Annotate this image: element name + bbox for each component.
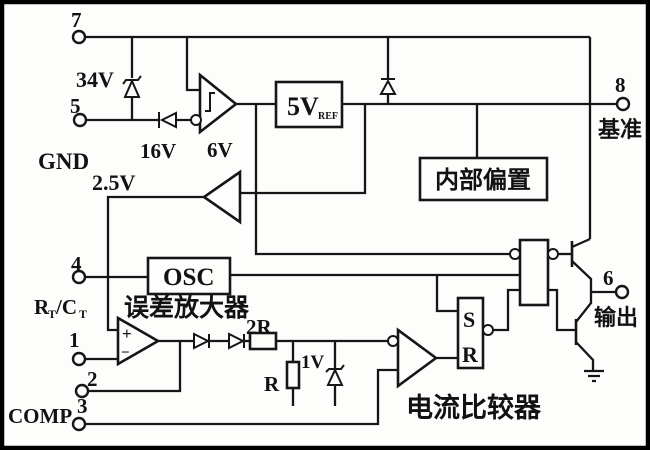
rtct-r: R [34, 295, 50, 319]
hyst-6v-label: 6V [207, 138, 233, 162]
diode-16v-icon [159, 111, 177, 129]
clamp-1v-label: 1V [301, 352, 325, 373]
ref-buffer-icon [201, 169, 242, 225]
rtct-csub: T [79, 307, 87, 321]
rtct-c: /C [55, 295, 77, 319]
wire-vcc-schmitt-input [185, 37, 200, 92]
labels: 7 5 4 1 2 3 8 6 GND COMP 基准 输出 R T /C T … [8, 8, 642, 428]
zener-34v-label: 34V [76, 67, 114, 92]
internal-bias-block [418, 156, 549, 202]
ea-plus-mark: + [122, 324, 132, 343]
pin1-terminal [71, 351, 87, 367]
diode-ea1-icon [193, 332, 211, 350]
pin5-terminal [72, 112, 88, 128]
diode-vref-icon [379, 78, 397, 95]
ea-minus-mark: − [121, 345, 130, 361]
vref-block [274, 80, 344, 129]
resistor-r-label: R [264, 372, 280, 396]
diode-ea2-icon [228, 332, 246, 350]
sr-latch-block [456, 296, 485, 370]
comp-label: COMP [8, 404, 72, 428]
pin3-number: 3 [77, 394, 88, 418]
logic-input-bubble-icon [509, 248, 521, 260]
pin6-terminal [614, 284, 630, 300]
amplifiers [116, 72, 439, 389]
gnd-label: GND [38, 149, 89, 174]
resistor-r-icon [285, 360, 301, 390]
current-comparator-caption: 电流比较器 [406, 392, 542, 423]
wire-lower-collector [575, 292, 593, 323]
zener-34v-icon [123, 78, 141, 98]
symbols [122, 75, 578, 386]
hysteresis-icon [205, 92, 215, 112]
resistor-2r-icon [248, 331, 278, 351]
uvlo-comparator-icon [198, 72, 239, 135]
rtct-rsub: T [48, 307, 56, 321]
zener-1v-icon [326, 367, 344, 386]
wire-lower-emitter [575, 341, 595, 371]
ground-symbol [584, 369, 604, 383]
wire-pin2-feedback [88, 341, 182, 393]
wires [85, 35, 617, 426]
pin8-number: 8 [615, 73, 626, 97]
pin5-number: 5 [70, 94, 81, 118]
pin4-terminal [71, 269, 87, 285]
osc-label: OSC [163, 264, 214, 291]
pin2-terminal [74, 383, 90, 399]
pin1-number: 1 [69, 328, 80, 352]
blocks [146, 80, 559, 390]
ref-2v5-label: 2.5V [92, 170, 136, 195]
logic-output-bubble-icon [547, 248, 559, 260]
internal-bias-label: 内部偏置 [435, 166, 531, 194]
wire-2v5-to-ea [106, 195, 204, 332]
uvlo-16v-label: 16V [140, 139, 176, 163]
current-comparator-icon [396, 327, 439, 389]
wire-osc-to-s [435, 275, 458, 313]
wire-uvlo-enable [254, 104, 510, 256]
latch-s-label: S [463, 307, 475, 332]
out-cn-label: 输出 [594, 305, 638, 330]
wire-latch-to-logic [493, 288, 520, 332]
wire-upper-collector [571, 237, 591, 249]
pin8-terminal [615, 96, 631, 112]
ref-cn-label: 基准 [598, 117, 642, 142]
vref-sub-label: REF [318, 111, 338, 122]
osc-block [146, 256, 232, 296]
error-amp-caption: 误差放大器 [124, 293, 250, 322]
pin7-terminal [71, 29, 87, 45]
wire-vref-to-buffer [240, 104, 367, 195]
resistor-2r-label: 2R [246, 315, 273, 339]
pin6-number: 6 [603, 266, 614, 290]
latch-output-bubble-icon [482, 324, 494, 336]
error-amp-icon [116, 315, 161, 367]
wire-upper-emitter [571, 260, 593, 292]
output-logic-block [518, 238, 550, 307]
wire-pin3-sense [85, 368, 398, 426]
pin7-number: 7 [71, 8, 82, 32]
comparator-input-bubble-icon [387, 335, 399, 347]
pin2-number: 2 [87, 367, 98, 391]
wire-logic-lower-base [548, 288, 576, 332]
latch-r-label: R [462, 342, 479, 367]
pin-terminals [71, 29, 631, 432]
pin3-terminal [71, 416, 87, 432]
vref-label: 5V [287, 92, 319, 121]
pin4-number: 4 [71, 252, 82, 276]
uvlo-input-bubble-icon [190, 114, 202, 126]
